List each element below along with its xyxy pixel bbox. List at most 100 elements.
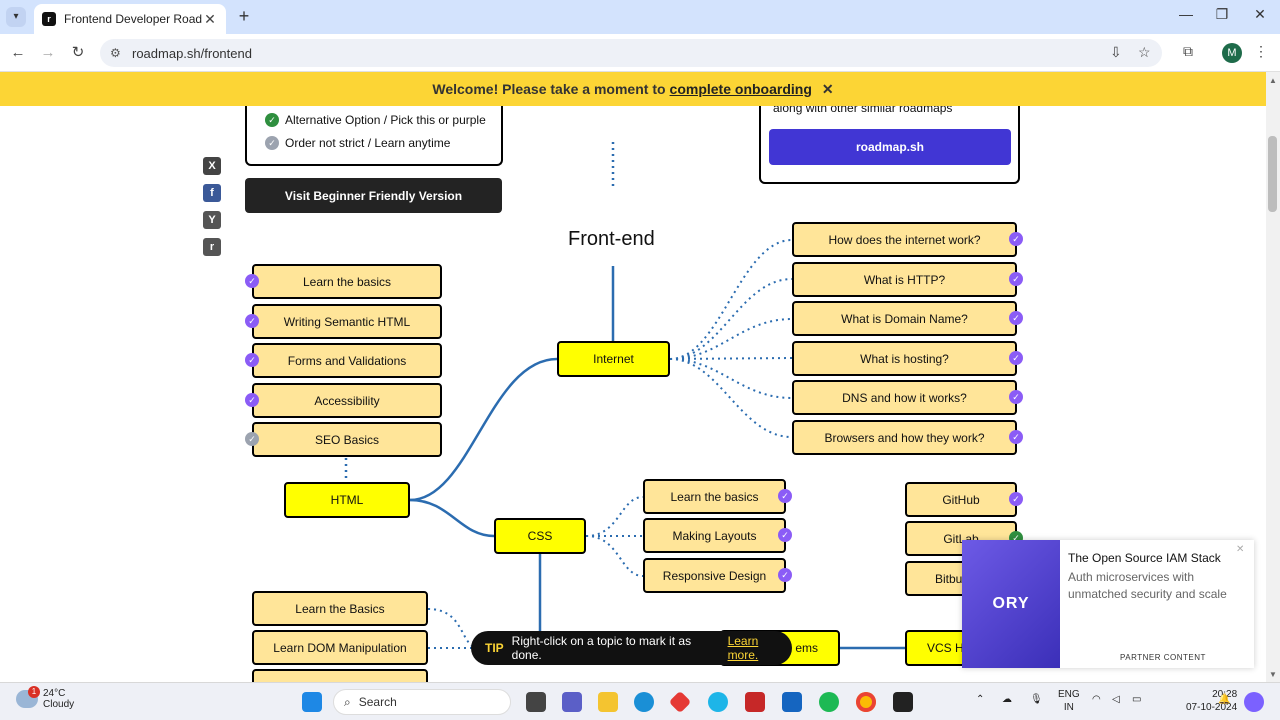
topic-making-layouts[interactable]: Making Layouts [643, 518, 786, 553]
node-css[interactable]: CSS [494, 518, 586, 554]
roadmap-sh-button[interactable]: roadmap.sh [769, 129, 1011, 165]
related-text: along with other similar roadmaps [773, 106, 953, 115]
tab-frontend-roadmap[interactable]: r Frontend Developer Roadmap ✕ [34, 4, 226, 34]
topic-what-is-http[interactable]: What is HTTP? [792, 262, 1017, 297]
roadmap-title: Front-end [568, 228, 655, 250]
recorder-icon[interactable] [893, 692, 913, 712]
reddit-share-icon[interactable]: r [203, 238, 221, 256]
tab-strip: ▾ r Frontend Developer Roadmap ✕ + — ❐ ✕ [0, 0, 1280, 34]
weather-condition: Cloudy [43, 699, 75, 710]
done-check-icon: ✓ [1009, 311, 1023, 325]
forward-icon[interactable]: → [40, 44, 56, 61]
grey-check-icon: ✓ [265, 136, 279, 150]
extensions-icon[interactable]: ⧉ [1183, 43, 1193, 59]
address-bar[interactable]: ⚙ roadmap.sh/frontend [100, 39, 1162, 67]
topic-hosting[interactable]: What is hosting? [792, 341, 1017, 376]
topic-domain-name[interactable]: What is Domain Name? [792, 301, 1017, 336]
lang-region: IN [1063, 702, 1074, 713]
weather-widget[interactable]: 1 24°C Cloudy [16, 686, 75, 710]
bookmark-star-icon[interactable]: ☆ [1138, 44, 1151, 60]
facebook-share-icon[interactable]: f [203, 184, 221, 202]
clock-time: 20:28 [1212, 689, 1238, 700]
topic-js-more[interactable] [252, 669, 428, 682]
node-internet[interactable]: Internet [557, 341, 670, 377]
legend-alt-option-label: Alternative Option / Pick this or purple [285, 113, 486, 127]
green-check-icon: ✓ [265, 113, 279, 127]
topic-github[interactable]: GitHub [905, 482, 1017, 517]
learn-more-link[interactable]: Learn more. [727, 634, 759, 662]
onedrive-icon[interactable]: ☁ [1002, 694, 1012, 705]
volume-icon[interactable]: ◁ [1112, 694, 1120, 705]
new-tab-button[interactable]: + [238, 6, 250, 26]
browser-toolbar: ← → ↻ ⚙ roadmap.sh/frontend ⇩ ☆ ⧉ M ⋮ [0, 34, 1280, 72]
topic-responsive-design[interactable]: Responsive Design [643, 558, 786, 593]
site-info-icon[interactable]: ⚙ [110, 46, 121, 60]
banner-close-icon[interactable]: ✕ [821, 80, 834, 97]
topic-css-basics[interactable]: Learn the basics [643, 479, 786, 514]
legend-panel: ✓ Alternative Option / Pick this or purp… [245, 106, 503, 166]
chrome-icon[interactable] [856, 692, 876, 712]
back-icon[interactable]: ← [10, 44, 26, 61]
hackernews-share-icon[interactable]: Y [203, 211, 221, 229]
battery-icon[interactable]: ▭ [1132, 694, 1142, 705]
teams-icon[interactable] [562, 692, 582, 712]
install-app-icon[interactable]: ⇩ [1110, 44, 1122, 60]
topic-js-basics[interactable]: Learn the Basics [252, 591, 428, 626]
topic-seo-basics[interactable]: SEO Basics [252, 422, 442, 457]
partner-content-label: PARTNER CONTENT [1120, 653, 1206, 662]
app-red-icon[interactable] [668, 690, 692, 714]
scrollbar-thumb[interactable] [1268, 136, 1277, 212]
mcafee-icon[interactable] [745, 692, 765, 712]
tab-search-button[interactable]: ▾ [6, 7, 26, 27]
system-clock[interactable]: 20:28 07-10-2024 [1186, 688, 1237, 714]
reload-icon[interactable]: ↻ [71, 44, 85, 61]
roadmap-connectors [344, 142, 905, 650]
topic-dom-manipulation[interactable]: Learn DOM Manipulation [252, 630, 428, 665]
menu-kebab-icon[interactable]: ⋮ [1254, 43, 1268, 59]
url-text: roadmap.sh/frontend [132, 45, 252, 61]
ad-close-icon[interactable]: ✕ [1236, 544, 1245, 555]
copilot-icon[interactable] [1244, 692, 1264, 712]
topic-browsers[interactable]: Browsers and how they work? [792, 420, 1017, 455]
roadmap-favicon-icon: r [42, 12, 56, 26]
notification-bell-icon[interactable]: 🔔 [1218, 694, 1231, 705]
done-check-icon: ✓ [1009, 272, 1023, 286]
spotify-icon[interactable] [819, 692, 839, 712]
cloud-icon: 1 [16, 686, 40, 708]
scroll-down-icon[interactable]: ▼ [1269, 670, 1277, 679]
tab-title: Frontend Developer Roadmap [64, 12, 202, 26]
start-icon[interactable] [302, 692, 322, 712]
task-view-icon[interactable] [526, 692, 546, 712]
partner-ad[interactable]: ORY The Open Source IAM Stack Auth micro… [962, 540, 1254, 668]
topic-semantic-html[interactable]: Writing Semantic HTML [252, 304, 442, 339]
tab-close-icon[interactable]: ✕ [204, 10, 216, 27]
x-share-icon[interactable]: X [203, 157, 221, 175]
close-window-icon[interactable]: ✕ [1254, 6, 1266, 22]
topic-how-internet-works[interactable]: How does the internet work? [792, 222, 1017, 257]
complete-onboarding-link[interactable]: complete onboarding [669, 81, 812, 97]
tray-chevron-icon[interactable]: ⌃ [976, 694, 985, 705]
ad-title: The Open Source IAM Stack [1068, 551, 1221, 565]
topic-accessibility[interactable]: Accessibility [252, 383, 442, 418]
done-check-icon: ✓ [1009, 390, 1023, 404]
store-icon[interactable] [782, 692, 802, 712]
taskbar-search[interactable]: ⌕ Search [333, 689, 511, 715]
topic-dns[interactable]: DNS and how it works? [792, 380, 1017, 415]
minimize-icon[interactable]: — [1179, 6, 1193, 22]
app-blue-icon[interactable] [708, 692, 728, 712]
visit-beginner-version-button[interactable]: Visit Beginner Friendly Version [245, 178, 502, 213]
topic-forms-validations[interactable]: Forms and Validations [252, 343, 442, 378]
page-scrollbar[interactable] [1266, 72, 1280, 682]
scroll-up-icon[interactable]: ▲ [1269, 76, 1277, 85]
language-indicator[interactable]: ENG IN [1058, 688, 1080, 714]
mic-icon[interactable]: 🎙 [1030, 694, 1043, 705]
maximize-icon[interactable]: ❐ [1215, 6, 1229, 22]
file-explorer-icon[interactable] [598, 692, 618, 712]
wifi-icon[interactable]: ◠ [1092, 694, 1101, 705]
search-icon: ⌕ [344, 694, 351, 709]
profile-avatar[interactable]: M [1222, 43, 1242, 63]
edge-icon[interactable] [634, 692, 654, 712]
done-check-icon: ✓ [245, 314, 259, 328]
node-html[interactable]: HTML [284, 482, 410, 518]
topic-html-basics[interactable]: Learn the basics [252, 264, 442, 299]
